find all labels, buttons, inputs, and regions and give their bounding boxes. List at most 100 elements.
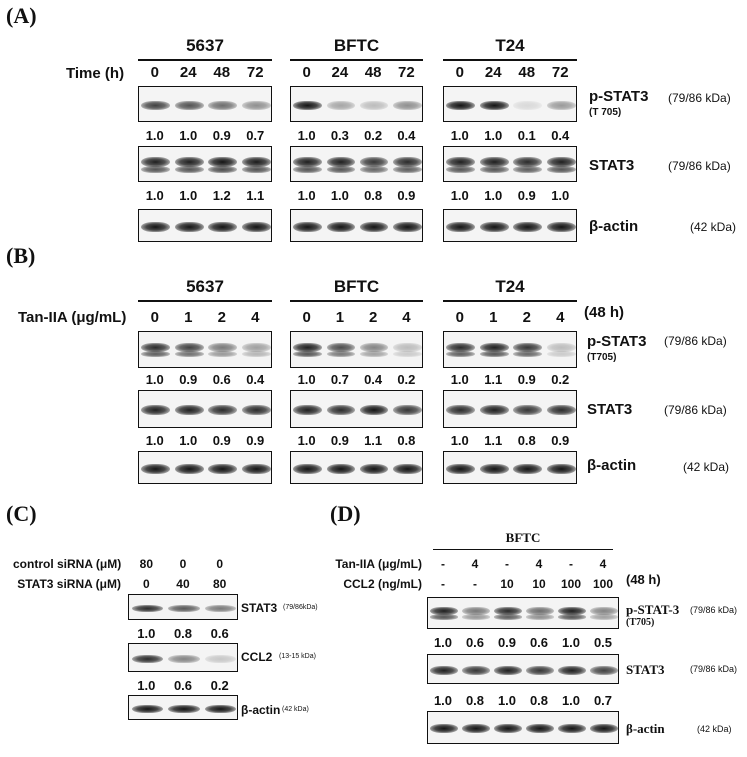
tan-iia-label: Tan-IIA (μg/mL): [335, 557, 422, 571]
band: [590, 607, 618, 615]
dose-point: 0: [302, 309, 311, 326]
stat3-quant: 0.8: [529, 693, 549, 708]
stat3-quant: 1.0: [450, 188, 469, 203]
band: [293, 221, 322, 232]
stat3-quant: 0.9: [330, 433, 349, 448]
blot-actin: [138, 209, 272, 242]
cell-line-name: BFTC: [333, 36, 380, 55]
control-sirna-value: 0: [179, 557, 187, 571]
band: [141, 100, 171, 110]
stat3-quant: 0.8: [397, 433, 416, 448]
stat3-quant: 1.0: [145, 433, 164, 448]
stat3-quant: 1.0: [551, 188, 570, 203]
band: [208, 343, 238, 352]
pstat3-quant: 1.1: [484, 372, 503, 387]
dose-point: 0: [150, 309, 159, 326]
pstat3-quant: 1.0: [179, 128, 198, 143]
band: [326, 165, 356, 173]
band: [359, 350, 389, 358]
group-underline: [138, 59, 272, 61]
pstat3-quant: 1.0: [145, 372, 164, 387]
ccl2-quant: 1.0: [137, 678, 156, 693]
ccl2-value: 100: [560, 577, 582, 591]
band: [546, 157, 576, 167]
band: [446, 343, 476, 352]
pstat3-quant: 0.4: [246, 372, 265, 387]
pstat3-quant: 0.9: [212, 128, 231, 143]
band: [141, 165, 171, 173]
band: [174, 405, 204, 415]
pstat3-quant: 0.6: [465, 635, 485, 650]
blot-stat3: [290, 390, 423, 428]
band: [513, 100, 543, 110]
pstat3-quant: 0.5: [593, 635, 613, 650]
pstat3-quant: 0.4: [551, 128, 570, 143]
row-label-stat3: STAT3: [589, 157, 635, 174]
band: [479, 221, 509, 232]
pstat3-quant: 0.6: [529, 635, 549, 650]
pstat3-quant: 0.9: [179, 372, 198, 387]
band: [174, 350, 204, 358]
row-label-ccl2: CCL2: [241, 650, 273, 664]
row-label-actin: β-actin: [626, 721, 665, 736]
band: [393, 165, 422, 173]
dose-point: 1: [184, 309, 193, 326]
row-label-pstat3: p-STAT3: [589, 88, 649, 105]
blot-stat3: [443, 146, 577, 182]
band: [513, 165, 543, 173]
group-underline: [433, 549, 613, 550]
pstat3-site: (T 705): [589, 107, 622, 118]
time-point: 72: [551, 64, 569, 81]
band: [141, 343, 171, 352]
row-label-actin: β-actin: [241, 703, 281, 717]
blot-actin: [138, 451, 272, 484]
row-label-stat3: STAT3: [626, 662, 665, 677]
group-underline: [443, 300, 577, 302]
stat3-quant: 1.0: [137, 626, 156, 641]
band: [479, 165, 509, 173]
band: [462, 614, 490, 620]
band: [208, 350, 238, 358]
group-underline: [290, 300, 423, 302]
band: [590, 614, 618, 620]
kda-stat3: (79/86 kDa): [690, 664, 738, 674]
band: [513, 350, 543, 358]
stat3-quant: 0.9: [517, 188, 536, 203]
band: [326, 343, 356, 352]
kda-stat3: (79/86 kDa): [668, 159, 731, 173]
row-label-pstat3: p-STAT3: [587, 333, 647, 350]
kda-pstat3: (79/86 kDa): [690, 605, 738, 615]
stat3-quant: 0.9: [397, 188, 416, 203]
time-point: 24: [331, 64, 349, 81]
band: [241, 165, 271, 173]
pstat3-site: (T705): [626, 617, 655, 628]
blot-ccl2: [128, 643, 238, 672]
band: [462, 724, 490, 733]
band: [590, 665, 618, 675]
band: [326, 221, 356, 232]
band: [174, 100, 204, 110]
band: [174, 463, 204, 474]
pstat3-quant: 1.0: [561, 635, 581, 650]
stat3-sirna-value: 80: [212, 577, 227, 591]
blot-pstat3: [443, 86, 577, 122]
dose-point: 1: [335, 309, 345, 326]
band: [513, 343, 543, 352]
pstat3-quant: 0.7: [246, 128, 265, 143]
blot-stat3: [443, 390, 577, 428]
dose-point: 4: [556, 309, 565, 326]
stat3-quant: 1.1: [484, 433, 503, 448]
time-point: 24: [179, 64, 197, 81]
stat3-quant: 1.1: [246, 188, 265, 203]
band: [326, 100, 356, 110]
pstat3-quant: 1.0: [433, 635, 453, 650]
band: [168, 604, 200, 612]
band: [430, 607, 458, 615]
cell-line-name: 5637: [186, 36, 224, 55]
band: [479, 350, 509, 358]
band: [393, 350, 422, 358]
band: [204, 704, 237, 713]
kda-actin: (42 kDa): [690, 220, 737, 234]
panel-label-a: (A): [6, 3, 37, 28]
band: [446, 405, 476, 415]
